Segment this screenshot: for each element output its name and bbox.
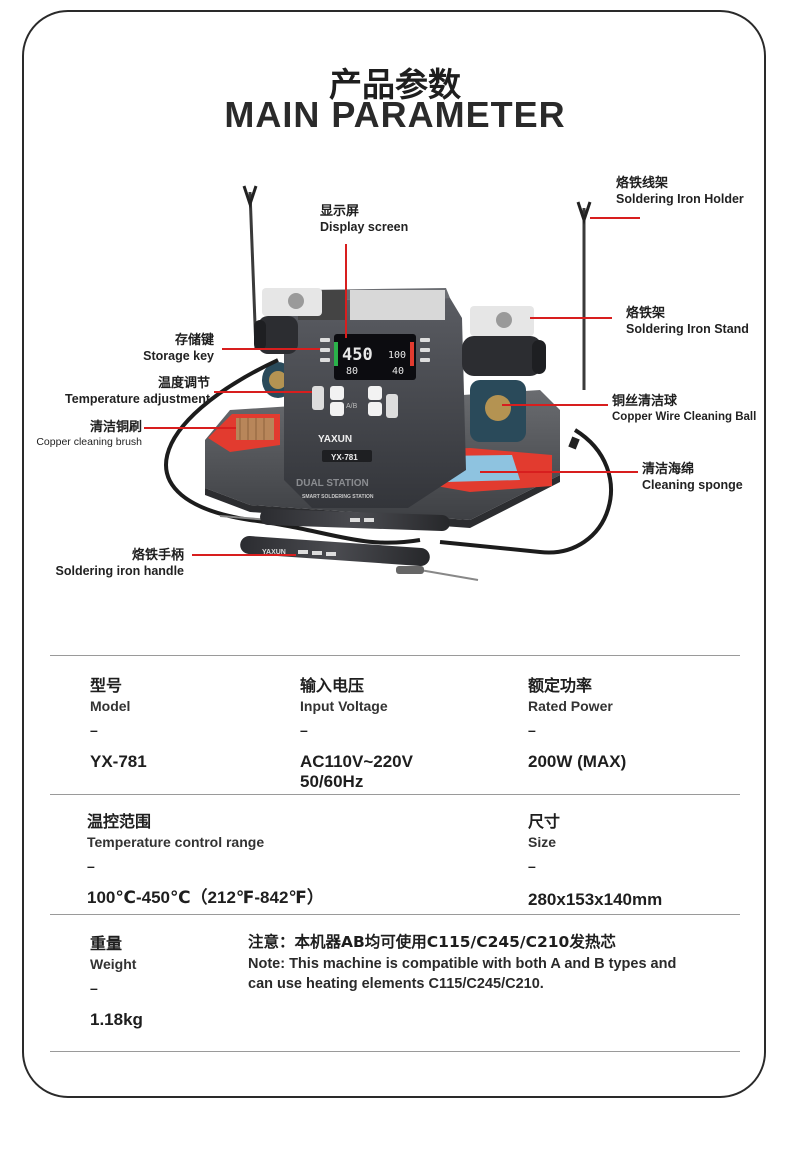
content-card [22,10,766,1098]
callout-iron-holder: 烙铁线架 Soldering Iron Holder [616,176,744,207]
spec-weight: 重量 Weight – 1.18kg [90,934,143,1029]
divider [50,655,740,656]
temperature-buttons: A/B [312,386,398,418]
display-temp-b: 100 [388,350,406,361]
storage-keys [320,338,430,362]
front-title: DUAL STATION [296,478,369,489]
display-temp-a: 450 [342,345,373,365]
brand-logo: YAXUN [318,434,352,445]
display-set-b: 40 [392,366,404,377]
page-title-cn: 产品参数 [329,65,461,104]
ab-label: A/B [346,403,358,410]
callout-temperature: 温度调节 Temperature adjustment [65,376,210,407]
display-screen: 450 100 80 40 [334,334,416,380]
callout-copper-brush: 清洁铜刷 Copper cleaning brush [36,420,142,449]
divider [50,1051,740,1052]
model-badge: YX-781 [331,453,358,462]
divider [50,914,740,915]
right-cleaning-ball-icon [470,380,526,442]
callout-display: 显示屏 Display screen [320,204,409,235]
callout-cleaning-ball: 铜丝清洁球 Copper Wire Cleaning Ball [612,394,757,424]
spec-rated-power: 额定功率 Rated Power – 200W (MAX) [528,676,627,771]
spec-input-voltage: 输入电压 Input Voltage – AC110V~220V 50/60Hz [300,676,413,792]
callout-sponge: 清洁海绵 Cleaning sponge [642,462,743,493]
copper-brush-icon [208,414,280,452]
callout-iron-stand: 烙铁架 Soldering Iron Stand [626,306,749,337]
right-iron-stand [462,306,546,376]
callout-lines [144,217,640,556]
soldering-iron-handle-1 [219,508,450,532]
product-illustration: 450 100 80 40 A/B YAXUN YX-781 DUAL STAT… [144,185,640,581]
soldering-iron-handle-2: YAXUN [240,536,479,581]
front-subtitle: SMART SOLDERING STATION [302,494,374,500]
spec-size: 尺寸 Size – 280x153x140mm [528,812,663,909]
spec-temperature-range: 温控范围 Temperature control range – 100℃-45… [87,812,324,907]
spec-model: 型号 Model – YX-781 [90,676,147,771]
callout-storage-key: 存储键 Storage key [143,333,214,364]
display-set-a: 80 [346,366,358,377]
compatibility-note: 注意：本机器AB均可使用C115/C245/C210发热芯 Note: This… [248,933,677,993]
callout-handle: 烙铁手柄 Soldering iron handle [55,548,184,579]
handle-brand: YAXUN [262,549,286,556]
left-iron-stand [254,288,322,354]
divider [50,794,740,795]
page-title-en: MAIN PARAMETER [224,94,566,135]
